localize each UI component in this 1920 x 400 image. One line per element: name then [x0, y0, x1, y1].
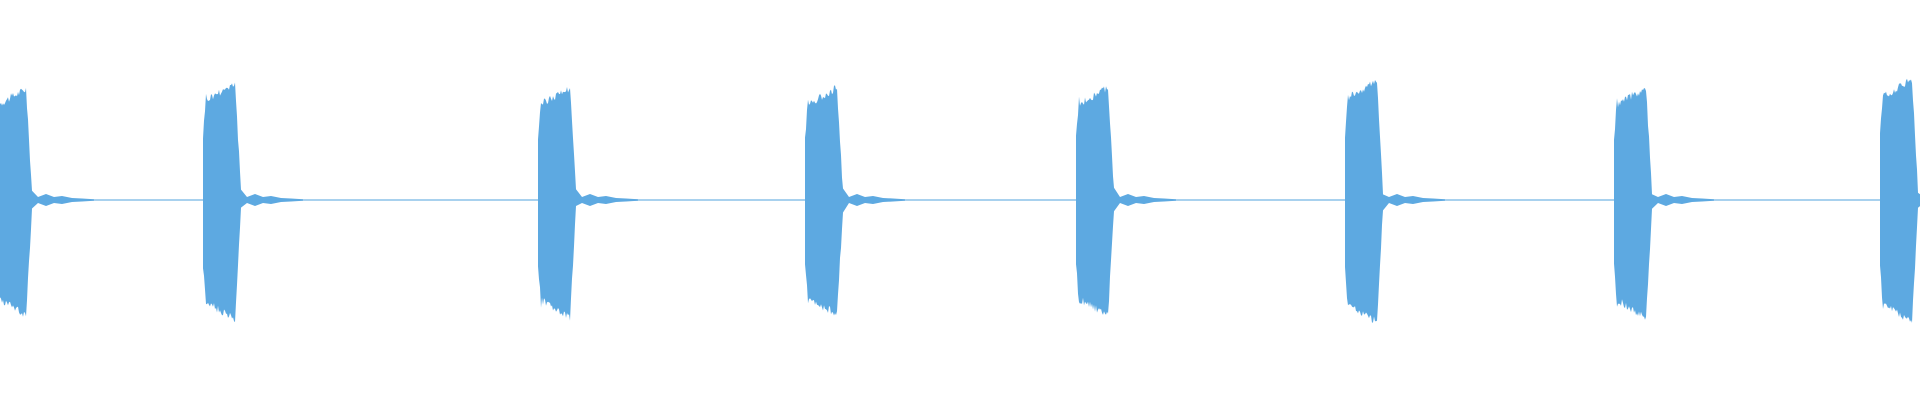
waveform-burst	[1614, 88, 1714, 320]
waveform-burst	[203, 82, 303, 323]
waveform-burst	[1076, 86, 1176, 315]
waveform-burst	[0, 87, 94, 317]
waveform-burst	[805, 85, 905, 316]
waveform-burst	[1345, 80, 1445, 323]
waveform-burst	[1880, 78, 1920, 323]
waveform-bursts	[0, 78, 1920, 323]
waveform-burst	[538, 87, 638, 321]
